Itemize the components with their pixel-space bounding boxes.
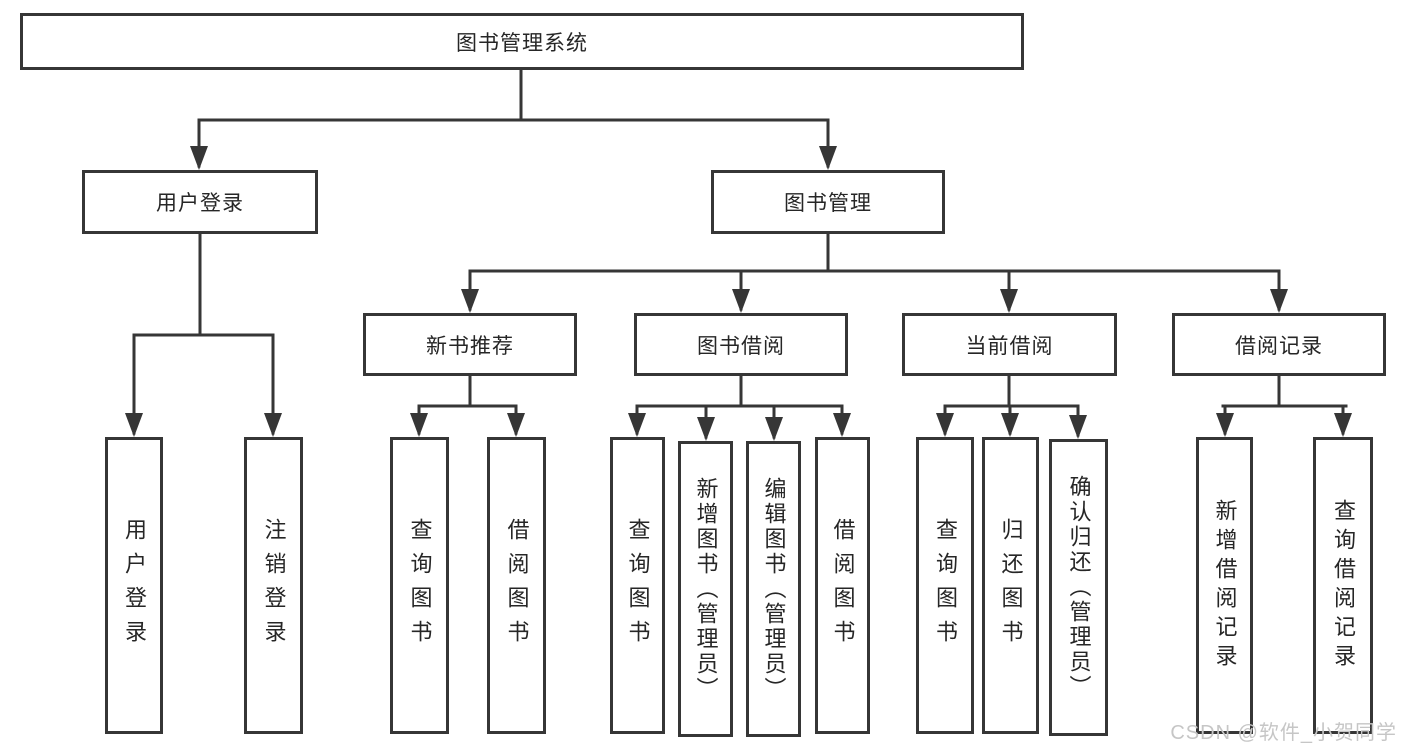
leaf-borrow-book-1: 借阅图书 xyxy=(487,437,546,734)
leaf-edit-book-admin: 编辑图书（管理员） xyxy=(746,441,801,737)
node-current-borrow: 当前借阅 xyxy=(902,313,1117,376)
leaf-return-book-label: 归还图书 xyxy=(998,517,1024,654)
leaf-borrow-book-2-label: 借阅图书 xyxy=(830,517,856,654)
leaf-query-book-3-label: 查询图书 xyxy=(933,517,958,654)
node-borrow-record-label: 借阅记录 xyxy=(1235,334,1323,358)
leaf-edit-book-admin-label: 编辑图书（管理员） xyxy=(761,476,787,702)
node-borrow-record: 借阅记录 xyxy=(1172,313,1386,376)
node-new-book-recommend-label: 新书推荐 xyxy=(426,334,514,358)
leaf-confirm-return-admin-label: 确认归还（管理员） xyxy=(1066,475,1092,700)
leaf-confirm-return-admin: 确认归还（管理员） xyxy=(1049,439,1108,736)
leaf-add-book-admin: 新增图书（管理员） xyxy=(678,441,733,737)
leaf-borrow-book-1-label: 借阅图书 xyxy=(504,517,530,654)
node-user-login-label: 用户登录 xyxy=(156,192,244,215)
node-book-management: 图书管理 xyxy=(711,170,945,234)
leaf-user-login-label: 用户登录 xyxy=(122,517,147,654)
edge-book-borrow-children xyxy=(635,374,844,439)
node-root-label: 图书管理系统 xyxy=(456,31,588,55)
leaf-add-borrow-record-label: 新增借阅记录 xyxy=(1212,498,1238,673)
leaf-query-book-1-label: 查询图书 xyxy=(407,517,433,654)
leaf-query-borrow-record: 查询借阅记录 xyxy=(1313,437,1373,734)
edge-borrow-record-children xyxy=(1221,374,1348,435)
leaf-borrow-book-2: 借阅图书 xyxy=(815,437,870,734)
leaf-user-login: 用户登录 xyxy=(105,437,163,734)
node-root: 图书管理系统 xyxy=(20,13,1024,70)
leaf-return-book: 归还图书 xyxy=(982,437,1039,734)
edge-user-login-children xyxy=(132,232,275,435)
node-new-book-recommend: 新书推荐 xyxy=(363,313,577,376)
leaf-query-borrow-record-label: 查询借阅记录 xyxy=(1331,498,1356,673)
leaf-add-book-admin-label: 新增图书（管理员） xyxy=(693,476,719,702)
leaf-add-borrow-record: 新增借阅记录 xyxy=(1196,437,1253,734)
edge-new-book-children xyxy=(417,374,518,435)
leaf-query-book-1: 查询图书 xyxy=(390,437,449,734)
node-book-borrow: 图书借阅 xyxy=(634,313,848,376)
edge-book-mgmt-children xyxy=(468,232,1281,311)
node-book-management-label: 图书管理 xyxy=(784,192,872,215)
node-book-borrow-label: 图书借阅 xyxy=(697,334,785,358)
leaf-query-book-2-label: 查询图书 xyxy=(625,517,651,654)
leaf-query-book-2: 查询图书 xyxy=(610,437,665,734)
node-user-login: 用户登录 xyxy=(82,170,318,234)
watermark: CSDN @软件_小贺同学 xyxy=(1170,722,1397,744)
leaf-logout: 注销登录 xyxy=(244,437,303,734)
arrowheads xyxy=(125,146,1352,441)
leaf-logout-label: 注销登录 xyxy=(261,517,287,654)
node-current-borrow-label: 当前借阅 xyxy=(965,334,1054,358)
edge-root-to-level2 xyxy=(197,67,830,168)
leaf-query-book-3: 查询图书 xyxy=(916,437,974,734)
